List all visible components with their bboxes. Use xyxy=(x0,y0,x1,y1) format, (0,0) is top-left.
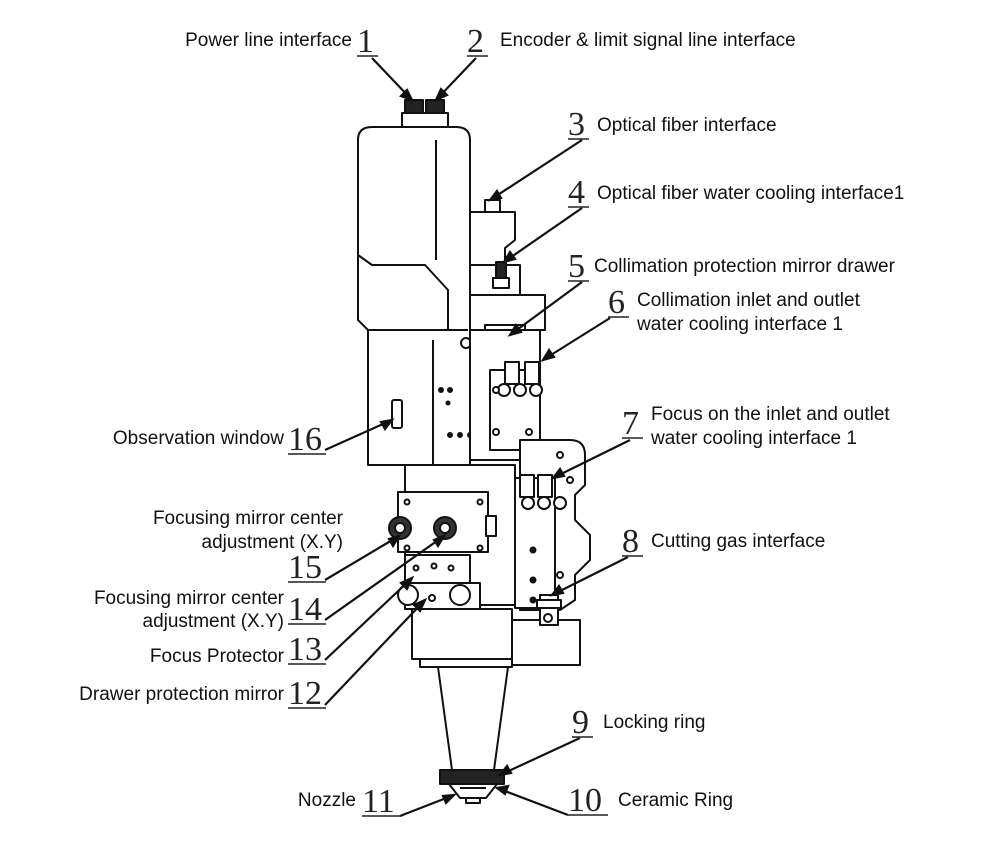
callout-number-5: 5 xyxy=(568,248,585,285)
callout-label-7a: Focus on the inlet and outlet xyxy=(651,404,890,425)
callout-number-11: 11 xyxy=(362,783,395,820)
callout-number-10: 10 xyxy=(568,782,602,819)
callout-label-14a: Focusing mirror center xyxy=(94,588,285,609)
callout-label-1: Power line interface xyxy=(185,30,352,51)
callout-label-16: Observation window xyxy=(113,428,284,449)
callout-number-8: 8 xyxy=(622,523,639,560)
callout-number-7: 7 xyxy=(622,405,639,442)
callout-numbers: 1 2 3 4 5 6 7 8 9 10 11 12 13 14 15 16 xyxy=(288,23,639,820)
callout-number-14: 14 xyxy=(288,591,322,628)
number-underlines xyxy=(288,55,643,817)
callout-number-9: 9 xyxy=(572,704,589,741)
callout-label-15a: Focusing mirror center xyxy=(153,508,344,529)
callout-number-15: 15 xyxy=(288,549,322,586)
right-block xyxy=(514,439,591,611)
callout-label-2: Encoder & limit signal line interface xyxy=(500,30,796,51)
callout-labels: Power line interface Encoder & limit sig… xyxy=(79,30,904,811)
callout-label-5: Collimation protection mirror drawer xyxy=(594,256,896,277)
callout-label-4: Optical fiber water cooling interface1 xyxy=(597,183,904,204)
callout-label-8: Cutting gas interface xyxy=(651,531,825,552)
motor-housing xyxy=(357,126,473,466)
callout-label-9: Locking ring xyxy=(603,712,705,733)
callout-label-6b: water cooling interface 1 xyxy=(636,314,843,335)
callout-label-3: Optical fiber interface xyxy=(597,115,777,136)
callout-label-13: Focus Protector xyxy=(150,646,285,667)
connector-group xyxy=(401,99,449,128)
callout-label-7b: water cooling interface 1 xyxy=(650,428,857,449)
callout-label-6a: Collimation inlet and outlet xyxy=(637,290,861,311)
callout-number-3: 3 xyxy=(568,106,585,143)
callout-label-10: Ceramic Ring xyxy=(618,790,733,811)
callout-label-12: Drawer protection mirror xyxy=(79,684,284,705)
callout-number-6: 6 xyxy=(608,284,625,321)
callout-label-15b: adjustment (X.Y) xyxy=(202,532,344,553)
callout-number-1: 1 xyxy=(357,23,374,60)
leader-lines xyxy=(324,57,631,818)
focus-section xyxy=(388,464,581,666)
fiber-column xyxy=(460,199,546,461)
callout-label-11: Nozzle xyxy=(298,790,356,811)
callout-number-2: 2 xyxy=(467,23,484,60)
nozzle-assembly xyxy=(419,658,513,804)
cooling-block-upper xyxy=(489,361,543,451)
callout-number-16: 16 xyxy=(288,421,322,458)
callout-number-12: 12 xyxy=(288,675,322,712)
callout-number-4: 4 xyxy=(568,174,585,211)
callout-label-14b: adjustment (X.Y) xyxy=(143,611,285,632)
callout-number-13: 13 xyxy=(288,631,322,668)
